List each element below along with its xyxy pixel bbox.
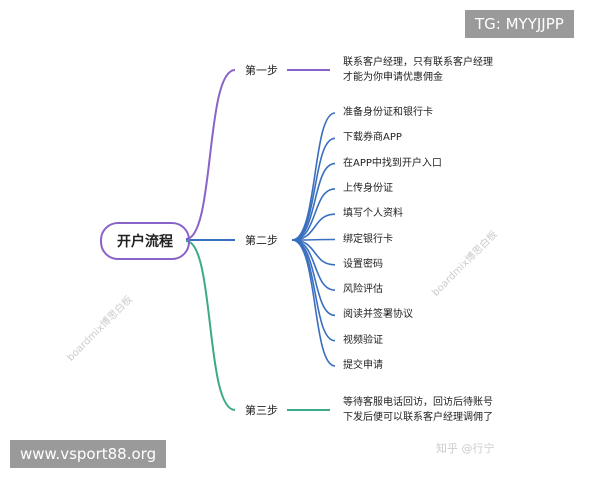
leaf-connector bbox=[291, 188, 336, 241]
tg-tag: TG: MYYJJPP bbox=[465, 10, 574, 38]
leaf-node[interactable]: 联系客户经理，只有联系客户经理 才能为你申请优惠佣金 bbox=[343, 57, 493, 83]
leaf-connector bbox=[291, 239, 336, 342]
leaf-node[interactable]: 风险评估 bbox=[343, 284, 383, 296]
root-node[interactable]: 开户流程 bbox=[100, 222, 190, 260]
leaf-node[interactable]: 准备身份证和银行卡 bbox=[343, 107, 433, 118]
site-tag: www.vsport88.org bbox=[10, 440, 167, 468]
leaf-connector bbox=[291, 162, 336, 241]
leaf-connector bbox=[291, 239, 336, 367]
step-node[interactable]: 第一步 bbox=[245, 64, 278, 77]
leaf-node[interactable]: 上传身份证 bbox=[343, 182, 393, 194]
step-node[interactable]: 第二步 bbox=[245, 234, 278, 247]
watermark-zhihu: 知乎 @行宁 bbox=[436, 442, 495, 455]
leaf-node[interactable]: 提交申请 bbox=[343, 360, 383, 371]
leaf-node[interactable]: 填写个人资料 bbox=[343, 208, 403, 220]
leaf-node[interactable]: 阅读并签署协议 bbox=[343, 309, 413, 321]
leaf-node[interactable]: 等待客服电话回访，回访后待账号 下发后便可以联系客户经理调佣了 bbox=[343, 397, 493, 423]
step-node[interactable]: 第三步 bbox=[245, 404, 278, 417]
leaf-node[interactable]: 下载券商APP bbox=[343, 132, 402, 144]
leaf-connector bbox=[291, 112, 336, 241]
leaf-node[interactable]: 在APP中找到开户入口 bbox=[343, 157, 442, 169]
leaf-node[interactable]: 设置密码 bbox=[343, 258, 383, 270]
leaf-connector bbox=[291, 137, 336, 241]
leaf-node[interactable]: 绑定银行卡 bbox=[343, 233, 393, 245]
leaf-node[interactable]: 视频验证 bbox=[343, 334, 383, 346]
